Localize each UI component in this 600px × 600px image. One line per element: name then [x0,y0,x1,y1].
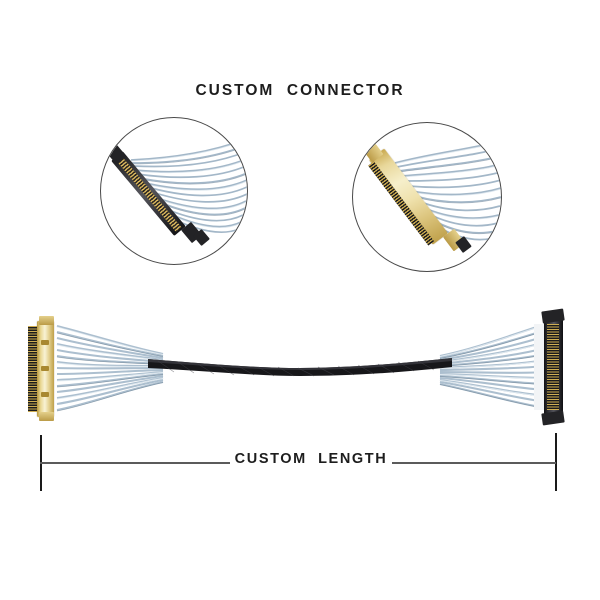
connector-assembly-right-detail [362,141,479,254]
left-connector-assembly [26,316,66,421]
connector-assembly-left-detail [106,144,217,247]
wire-fan-right-detail [353,123,501,271]
left-connector-notch-2 [41,366,49,371]
right-connector-latch-bottom [541,410,565,426]
right-connector-backshell [534,324,546,410]
detail-circle-right [352,122,502,272]
wire-fan-right-main [438,318,548,418]
dimension-line-left [40,462,230,464]
connector-pins-left-detail [116,156,182,232]
detail-circle-right-content [353,123,501,271]
left-connector-notch-3 [41,392,49,397]
braided-sleeve [148,355,452,377]
detail-circle-left-content [101,118,247,264]
left-connector-latch-top [39,316,54,325]
connector-body-right-detail [368,148,448,245]
dimension-label: CUSTOM LENGTH [230,451,392,467]
dimension-line-right [392,462,556,464]
right-connector-assembly [534,308,576,426]
page-title: CUSTOM CONNECTOR [195,82,405,99]
left-connector-notch-1 [41,340,49,345]
detail-circle-left [100,117,248,265]
left-connector-latch-bottom [39,412,54,421]
right-connector-pins [547,324,559,410]
left-connector-pins [28,326,38,412]
